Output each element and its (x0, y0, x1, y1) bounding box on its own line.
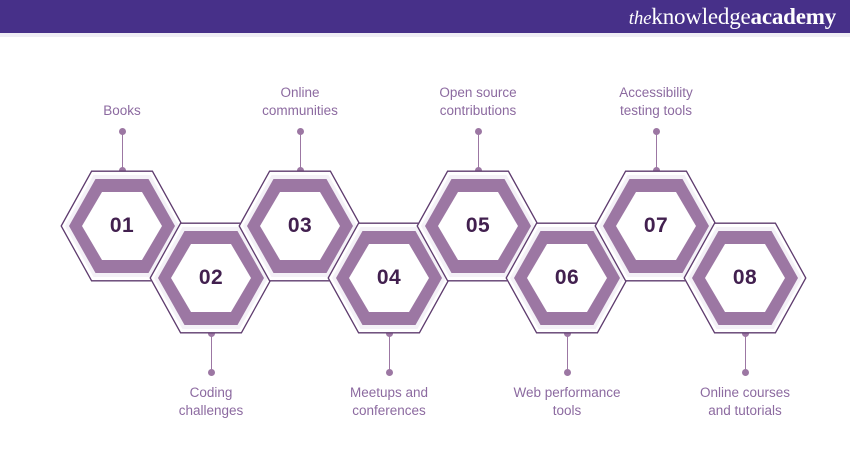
connector-line-08 (740, 330, 751, 376)
hexagon-core-03 (260, 192, 340, 260)
hexagon-node-07[interactable]: 07 (594, 170, 718, 282)
node-label-08: Online courses and tutorials (699, 385, 791, 418)
hexagon-outline-08 (683, 222, 807, 334)
connector-stem (210, 334, 212, 372)
node-label-07: Accessibility testing tools (619, 85, 693, 118)
connector-stem (566, 334, 568, 372)
hexagon-shape-03 (238, 170, 362, 282)
hexagon-number-02: 02 (198, 266, 224, 289)
node-label-01: Books (103, 103, 141, 118)
connector-dot-bottom (741, 369, 749, 376)
connector-line-06 (562, 330, 573, 376)
connector-dot-top (296, 128, 304, 135)
hexagon-number-07: 07 (643, 214, 669, 237)
hexagon-node-06[interactable]: 06 (505, 222, 629, 334)
connector-line-07 (651, 128, 662, 174)
logo-the-text: the (628, 7, 652, 29)
connector-dot-bottom (207, 369, 215, 376)
connector-stem (744, 334, 746, 372)
hexagon-core-06 (527, 244, 607, 312)
hexagon-number-04: 04 (376, 266, 402, 289)
connector-line-01 (117, 128, 128, 174)
node-label-03: Online communities (262, 85, 338, 118)
connector-stem (477, 132, 479, 170)
node-label-04: Meetups and conferences (349, 385, 429, 418)
hexagon-node-08[interactable]: 08 (683, 222, 807, 334)
hexagon-core-05 (438, 192, 518, 260)
hexagon-number-05: 05 (465, 214, 491, 237)
connector-dot-bottom (563, 369, 571, 376)
connector-stem (121, 132, 123, 170)
hexagon-number-03: 03 (287, 214, 313, 237)
connector-stem (299, 132, 301, 170)
logo-academy-text: academy (750, 3, 837, 29)
header-underline-divider (0, 33, 850, 37)
hexagon-core-02 (171, 244, 251, 312)
hexagon-shape-04 (327, 222, 451, 334)
connector-dot-top (652, 128, 660, 135)
hexagon-shape-08 (683, 222, 807, 334)
brand-logo: theknowledgeacademy (629, 4, 836, 30)
connector-dot-top (474, 128, 482, 135)
hexagon-shape-07 (594, 170, 718, 282)
hexagon-node-03[interactable]: 03 (238, 170, 362, 282)
hexagon-number-08: 08 (732, 266, 758, 289)
hexagon-node-04[interactable]: 04 (327, 222, 451, 334)
connector-dot-top (118, 128, 126, 135)
hexagon-node-05[interactable]: 05 (416, 170, 540, 282)
hexagon-number-06: 06 (554, 266, 580, 289)
hexagon-core-08 (705, 244, 785, 312)
hexagon-shape-06 (505, 222, 629, 334)
header-bar: theknowledgeacademy (0, 0, 850, 33)
node-label-02: Coding challenges (178, 385, 244, 418)
node-label-06: Web performance tools (513, 385, 621, 418)
connector-line-03 (295, 128, 306, 174)
connector-line-05 (473, 128, 484, 174)
hexagon-core-01 (82, 192, 162, 260)
hexagon-core-04 (349, 244, 429, 312)
connector-line-04 (384, 330, 395, 376)
connector-dot-bottom (385, 369, 393, 376)
node-label-05: Open source contributions (439, 85, 517, 118)
logo-knowledge-text: knowledge (651, 3, 751, 29)
hexagon-core-07 (616, 192, 696, 260)
connector-stem (388, 334, 390, 372)
connector-line-02 (206, 330, 217, 376)
hexagon-shape-01 (60, 170, 184, 282)
hexagon-shape-05 (416, 170, 540, 282)
hexagon-node-01[interactable]: 01 (60, 170, 184, 282)
hexagon-number-01: 01 (109, 214, 135, 237)
connector-stem (655, 132, 657, 170)
